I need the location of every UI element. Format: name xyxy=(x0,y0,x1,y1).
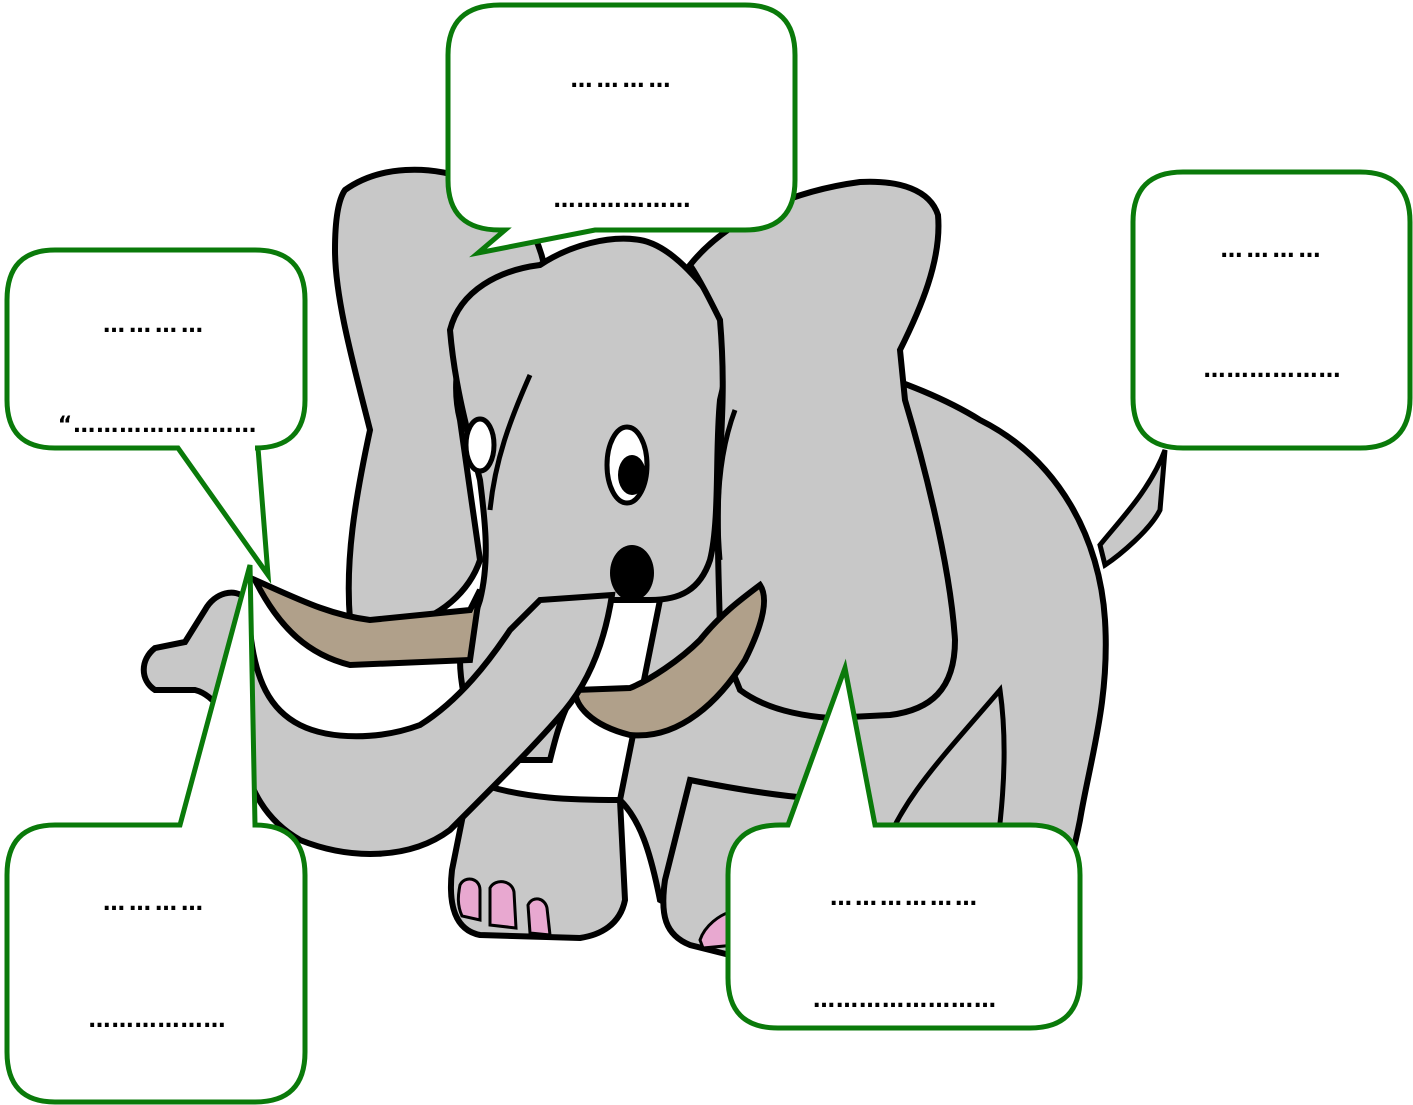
elephant-right-ear xyxy=(686,178,959,722)
callout-leg-line2[interactable]: …………………… xyxy=(813,988,997,1013)
toenail xyxy=(526,897,552,937)
elephant-left-tusk xyxy=(248,573,483,669)
callout-head-bubble xyxy=(445,2,798,258)
callout-trunk-line1[interactable]: ………… xyxy=(103,891,207,916)
elephant-tail xyxy=(1097,449,1168,570)
callout-trunk-line2[interactable]: ……………… xyxy=(88,1008,227,1033)
callout-tail-line1[interactable]: ………… xyxy=(1220,238,1325,263)
callout-tusk-bubble xyxy=(4,247,308,584)
brow-line xyxy=(487,373,533,511)
toenail xyxy=(456,877,482,922)
callout-tusk-line2[interactable]: “…………………… xyxy=(57,413,258,438)
elephant-eye-left xyxy=(463,416,497,474)
callout-leg-bubble xyxy=(725,658,1083,1031)
callout-tail-bubble xyxy=(1130,169,1413,451)
toenail xyxy=(488,880,518,930)
callout-head-line1[interactable]: ………… xyxy=(570,68,675,93)
callout-head-line2[interactable]: ……………… xyxy=(553,188,692,213)
elephant-right-tusk xyxy=(571,580,768,739)
callout-tusk-line1[interactable]: ………… xyxy=(103,313,207,338)
elephant-pupil xyxy=(618,455,646,495)
callout-leg-line1[interactable]: ……………… xyxy=(830,886,980,911)
callout-trunk-bubble xyxy=(4,564,308,1105)
brow-line xyxy=(715,409,738,561)
callout-tail-line2[interactable]: ……………… xyxy=(1203,358,1342,383)
elephant-trunk xyxy=(140,589,616,857)
elephant-nostril xyxy=(610,545,654,601)
